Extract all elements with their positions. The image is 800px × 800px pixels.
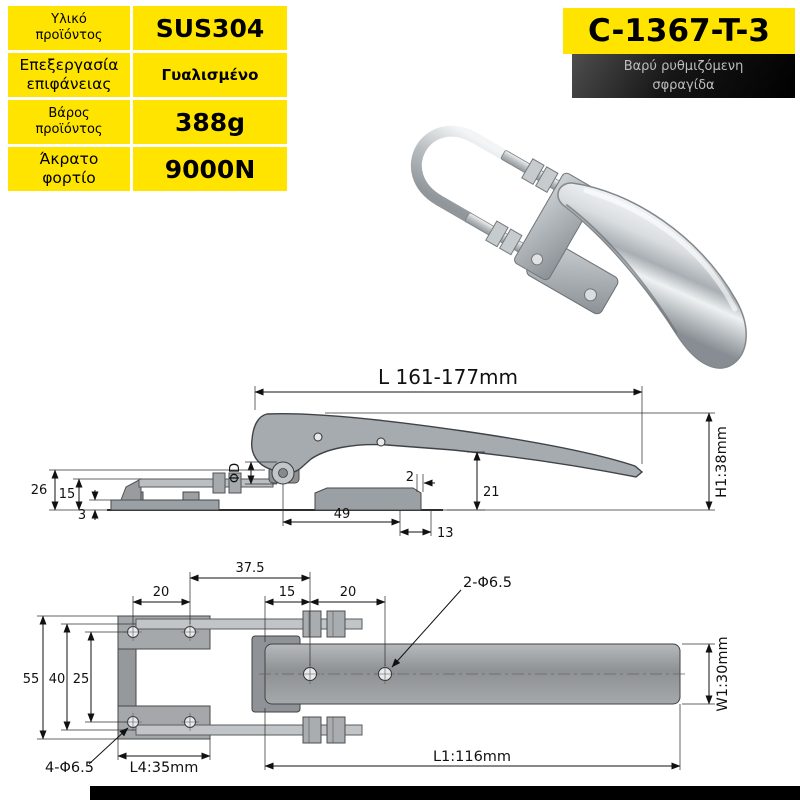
spec-label-load: Άκρατο φορτίο [8, 147, 130, 191]
dim-phi-d: ΦD [228, 463, 243, 483]
mount-screw [583, 288, 597, 302]
callout-2-holes: 2-Φ6.5 [463, 575, 512, 591]
product-photo [410, 125, 747, 369]
lever-hole [313, 432, 323, 442]
spec-label-weight: Βάρος προϊόντος [8, 100, 130, 144]
dim-37-5: 37.5 [236, 561, 265, 576]
lever-highlight [583, 188, 738, 312]
adjust-nuts [485, 158, 559, 256]
dim-h1: H1:38mm [714, 426, 730, 498]
top-view-drawing: 37.5 20 15 20 2-Φ6.5 55 40 25 4-Φ6.5 L4:… [23, 561, 731, 776]
spec-label-surface: Επεξεργασία επιφάνειας [8, 53, 130, 97]
dim-25: 25 [73, 672, 90, 687]
dim-20-left: 20 [153, 585, 170, 600]
dim-overall-length: L 161-177mm [378, 365, 518, 389]
dim-21: 21 [483, 485, 500, 500]
pivot-pin-center [278, 468, 288, 478]
dim-15: 15 [279, 585, 296, 600]
top-view-part [117, 610, 687, 744]
dim-20-right: 20 [340, 585, 357, 600]
dim-l4: L4:35mm [130, 760, 199, 776]
u-bolt-rod [138, 478, 274, 488]
dim-49: 49 [334, 507, 351, 522]
top-view-dimensions [37, 572, 715, 770]
spec-value-load: 9000N [133, 147, 287, 191]
dim-26: 26 [31, 483, 48, 498]
base-plate [110, 499, 220, 511]
bar-holes [300, 664, 395, 684]
latch-assembly [410, 125, 747, 369]
callout-4-holes: 4-Φ6.5 [45, 760, 94, 776]
dim-w1: W1:30mm [715, 636, 731, 711]
spec-value-material: SUS304 [133, 6, 287, 50]
latch-lever-handle [557, 182, 747, 369]
spec-label-material: Υλικό προϊόντος [8, 6, 130, 50]
product-description-banner: Βαρύ ρυθμιζόμενη σφραγίδα [572, 54, 795, 98]
lever-shade [565, 203, 678, 334]
spec-value-weight: 388g [133, 100, 287, 144]
dim-2: 2 [406, 470, 414, 485]
adjust-nut [212, 472, 226, 494]
side-view-dimensions [49, 386, 715, 536]
lever-hole [376, 437, 386, 447]
latch-u-bolt [410, 125, 511, 224]
catch-bracket [314, 487, 422, 511]
bracket-holes [124, 623, 199, 731]
hook-claw [120, 478, 142, 501]
dim-15: 15 [59, 487, 76, 502]
adjust-nut [228, 472, 242, 494]
side-view-part [107, 413, 644, 511]
pivot-bolt [531, 253, 544, 266]
dim-40: 40 [49, 672, 66, 687]
adjust-nuts [302, 610, 346, 744]
dim-l1: L1:116mm [433, 749, 511, 765]
spec-value-surface: Γυαλισμένο [133, 53, 287, 97]
dim-13: 13 [437, 526, 454, 541]
side-view-drawing: L 161-177mm ΦD 26 15 3 2 21 49 13 H1:38m… [31, 365, 730, 541]
dim-55: 55 [23, 672, 40, 687]
lever-profile [251, 413, 644, 478]
dim-3: 3 [78, 508, 86, 523]
model-number-banner: C-1367-T-3 [563, 8, 795, 54]
spec-table: Υλικό προϊόντος SUS304 Επεξεργασία επιφά… [8, 6, 287, 191]
base-screw [182, 491, 200, 501]
bottom-bar [90, 786, 800, 800]
